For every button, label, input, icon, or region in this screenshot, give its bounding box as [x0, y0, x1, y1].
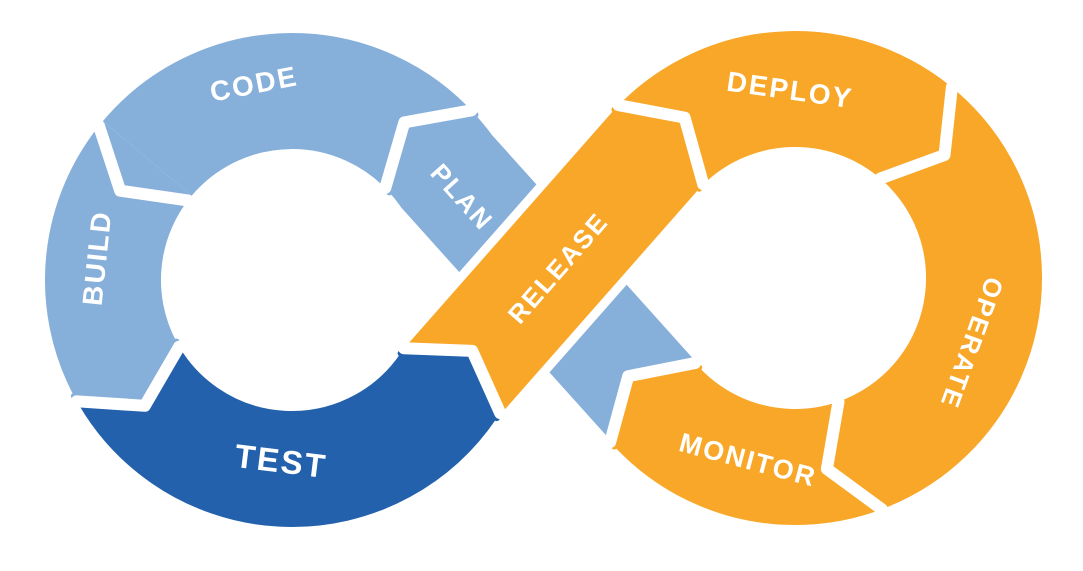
segment-build-arc — [45, 121, 193, 396]
chevron-gap-build-test — [70, 340, 186, 412]
chevron-gap-operate-monitor — [820, 395, 888, 516]
segment-release-band — [406, 110, 701, 423]
segment-code-arc — [102, 33, 476, 197]
segment-deploy-operate-monitor-arc — [614, 31, 1042, 525]
chevron-gap-deploy-operate — [874, 81, 958, 185]
chevron-gap-monitor-plan — [604, 357, 702, 449]
chevron-gap-test-release — [398, 342, 507, 420]
chevron-gap-release-deploy — [612, 99, 710, 191]
segment-test-arc — [73, 340, 497, 528]
chevron-gap-plan-code — [379, 104, 478, 194]
chevron-gap-code-build — [92, 119, 194, 207]
